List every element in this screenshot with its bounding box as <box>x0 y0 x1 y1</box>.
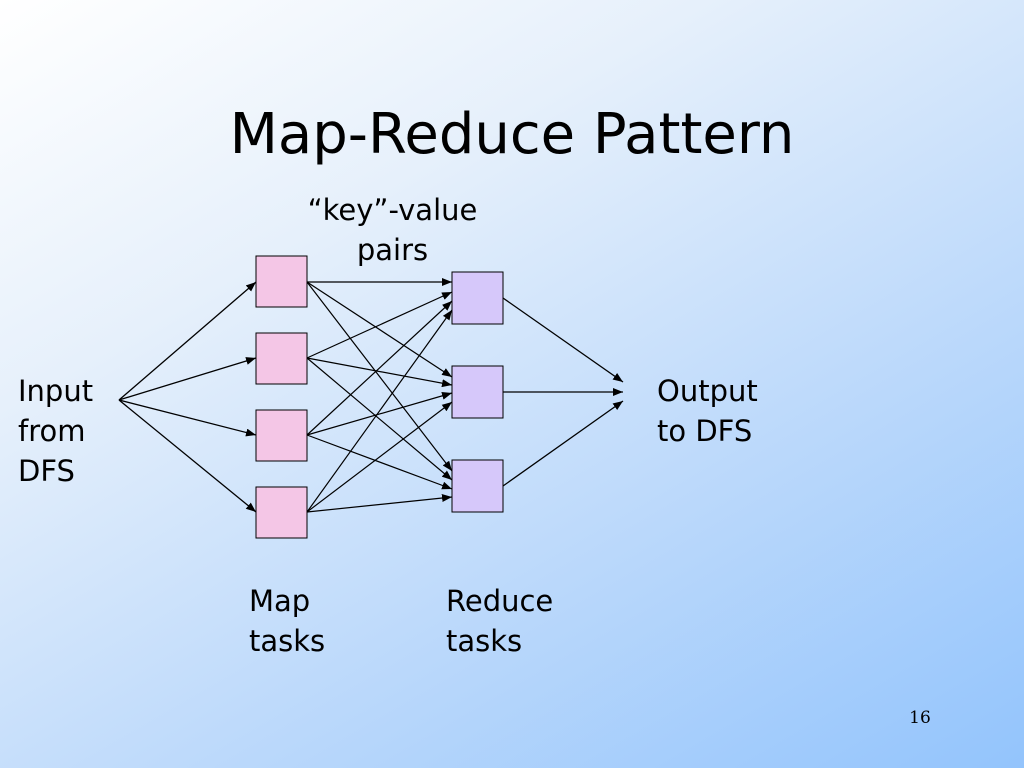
edge-map-4-to-reduce-3 <box>306 494 453 513</box>
output-to-dfs-label: Output to DFS <box>657 374 758 448</box>
map-task-1 <box>255 255 308 308</box>
map-task-2 <box>255 332 308 385</box>
input-edges <box>118 281 257 513</box>
edge-map-2-to-reduce-1 <box>306 291 453 359</box>
map-tasks-label: Map tasks <box>249 584 326 658</box>
key-value-pairs-label: “key”-value pairs <box>307 193 478 267</box>
reduce-tasks-label: Reduce tasks <box>446 584 554 658</box>
edge-input-to-map-4 <box>118 399 257 513</box>
edge-input-to-map-2 <box>118 357 257 401</box>
reduce-task-2 <box>451 365 504 419</box>
edge-map-3-to-reduce-2 <box>306 391 453 436</box>
edge-map-3-to-reduce-1 <box>306 300 453 436</box>
reduce-tasks <box>451 271 504 513</box>
edge-map-4-to-reduce-1 <box>306 309 453 513</box>
edge-map-1-to-reduce-3 <box>306 281 453 472</box>
shuffle-edges <box>306 278 453 513</box>
edge-map-4-to-reduce-2 <box>306 401 453 513</box>
edge-reduce-1-to-output <box>502 297 624 383</box>
map-task-4 <box>255 486 308 539</box>
edge-map-2-to-reduce-2 <box>306 357 453 388</box>
edge-reduce-3-to-output <box>502 400 624 487</box>
input-from-dfs-label: Input from DFS <box>18 374 94 488</box>
edge-input-to-map-3 <box>118 399 257 437</box>
edge-map-3-to-reduce-3 <box>306 434 453 490</box>
slide-title: Map-Reduce Pattern <box>229 102 795 167</box>
reduce-task-1 <box>451 271 504 325</box>
slide-number: 16 <box>909 708 931 728</box>
edge-map-1-to-reduce-2 <box>306 281 453 378</box>
output-edges <box>502 297 624 487</box>
reduce-task-3 <box>451 459 504 513</box>
map-task-3 <box>255 409 308 462</box>
edge-input-to-map-1 <box>118 281 257 401</box>
edge-map-2-to-reduce-3 <box>306 357 453 481</box>
map-tasks <box>255 255 308 539</box>
